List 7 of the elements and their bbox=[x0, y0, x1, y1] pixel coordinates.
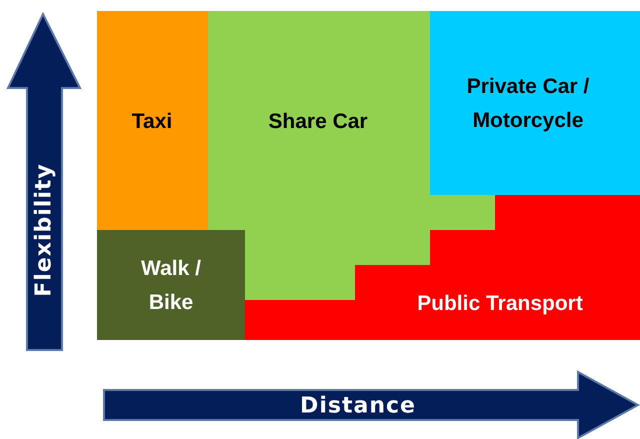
region-label: Taxi bbox=[132, 109, 172, 135]
axis-label: Flexibility bbox=[32, 163, 56, 297]
region-label: Share Car bbox=[268, 109, 368, 135]
region-label: Private Car / Motorcycle bbox=[466, 74, 590, 134]
region-label: Walk / Bike bbox=[140, 256, 202, 316]
axis-label: Distance bbox=[300, 394, 416, 418]
region-label: Public Transport bbox=[417, 291, 583, 317]
